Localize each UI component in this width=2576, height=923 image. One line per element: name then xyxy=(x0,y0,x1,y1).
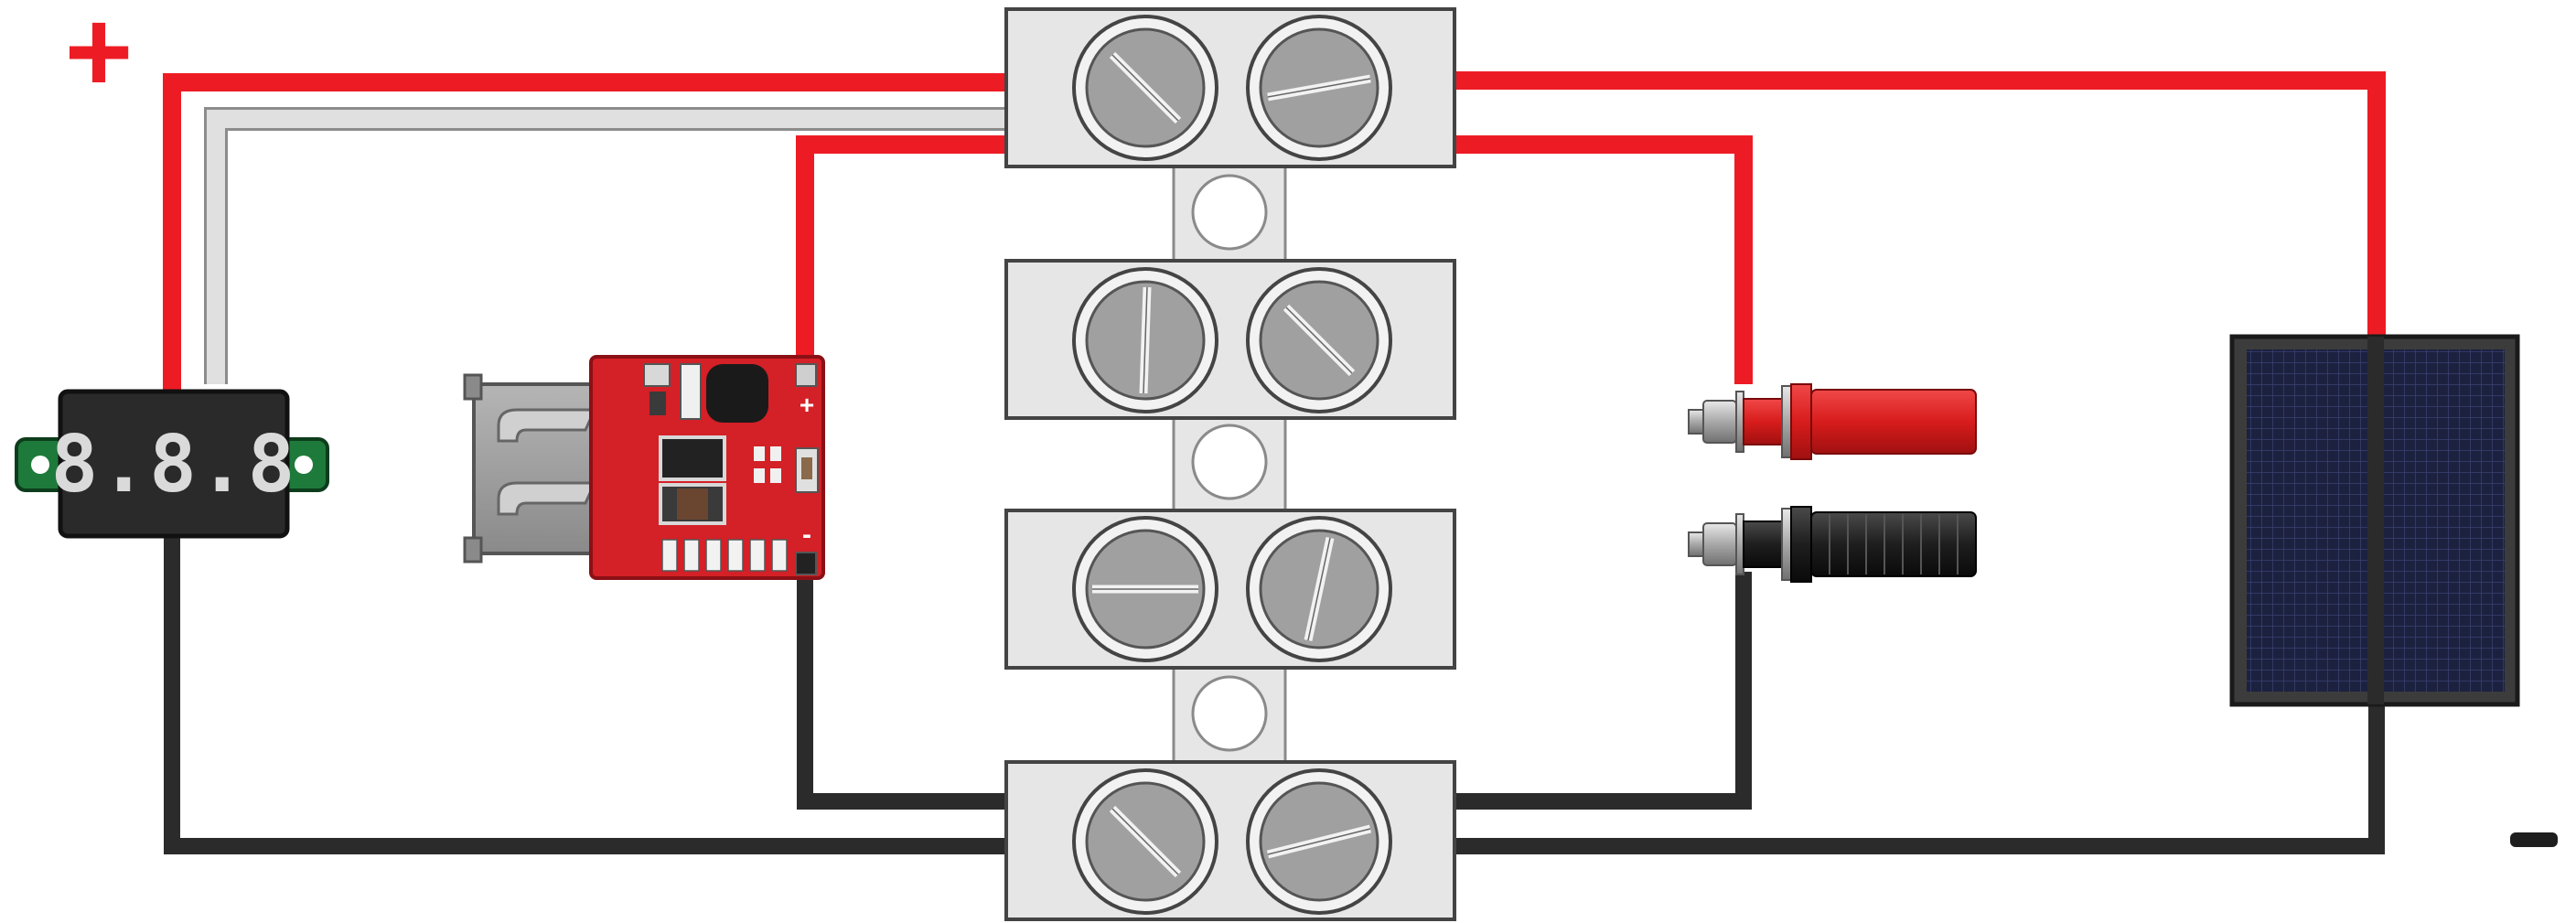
boost-minus-label: - xyxy=(802,520,811,550)
negative-wire-boost xyxy=(797,563,1006,810)
mount-hole xyxy=(1191,675,1268,752)
banana-jack-black xyxy=(1688,506,1977,583)
negative-label xyxy=(2510,832,2558,847)
terminal-row-3 xyxy=(1004,509,1456,670)
screw-icon xyxy=(1072,267,1218,413)
pcb-pads xyxy=(661,539,788,572)
usb-boost-module: + - xyxy=(463,355,825,580)
solar-panel xyxy=(2229,334,2520,707)
sense-wire xyxy=(204,107,1006,384)
voltmeter-readout: 8.8.8 xyxy=(51,419,297,510)
wires xyxy=(163,71,2386,854)
screw-icon xyxy=(1246,516,1392,662)
banana-jack-red xyxy=(1688,383,1977,460)
terminal-block xyxy=(1004,7,1456,921)
boost-minus-terminal xyxy=(795,552,817,575)
screw-icon xyxy=(1072,516,1218,662)
boost-plus-label: + xyxy=(800,391,814,419)
voltmeter-display: 8.8.8 xyxy=(15,389,329,539)
negative-wire-black-jack xyxy=(1454,572,1752,810)
terminal-row-1 xyxy=(1004,7,1456,168)
negative-wire-voltmeter xyxy=(164,535,1006,854)
sense-wire-core xyxy=(207,110,1006,384)
mount-hole xyxy=(31,456,49,474)
voltmeter-body xyxy=(58,389,290,539)
boost-plus-terminal xyxy=(795,363,817,387)
inductor xyxy=(706,364,768,423)
positive-wire-boost xyxy=(796,135,1006,366)
positive-wire-red-jack xyxy=(1454,135,1753,384)
screw-icon xyxy=(1246,768,1392,915)
mount-hole xyxy=(1191,424,1268,500)
screw-icon xyxy=(1246,267,1392,413)
positive-label: + xyxy=(65,0,134,117)
screw-icon xyxy=(1246,15,1392,161)
terminal-row-2 xyxy=(1004,259,1456,420)
terminal-row-4 xyxy=(1004,760,1456,921)
negative-wire-solar xyxy=(1454,704,2385,854)
positive-wire-voltmeter xyxy=(163,73,1006,393)
mount-hole xyxy=(295,456,313,474)
positive-wire-solar xyxy=(1454,71,2386,337)
solar-cell-right xyxy=(2384,349,2505,692)
solar-cell-left xyxy=(2247,349,2367,692)
mount-hole xyxy=(1191,174,1268,251)
screw-icon xyxy=(1072,768,1218,915)
screw-icon xyxy=(1072,15,1218,161)
